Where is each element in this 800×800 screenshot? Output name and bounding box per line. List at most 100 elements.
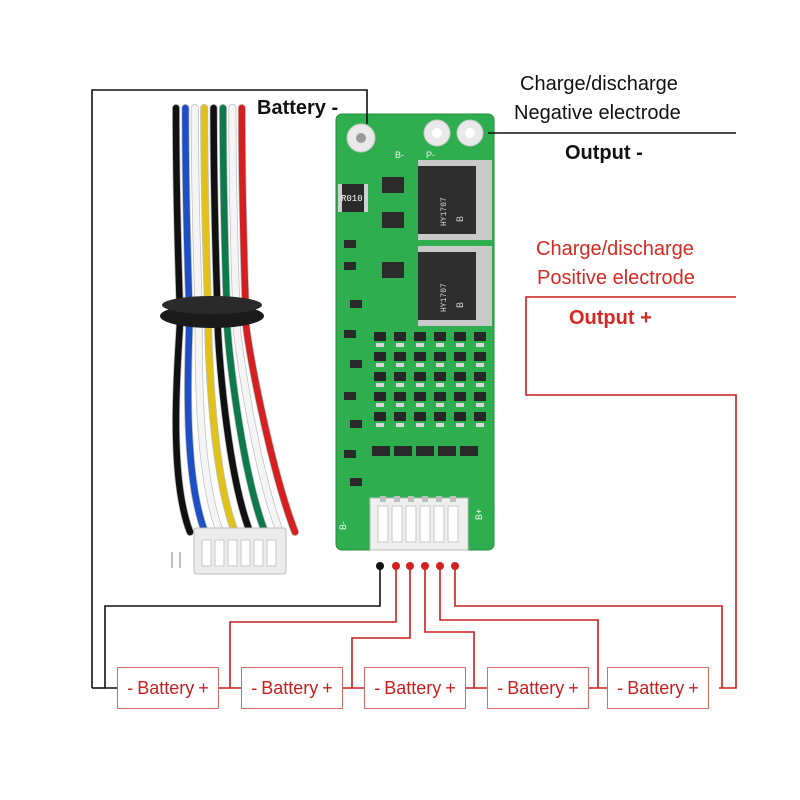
board-solder-pad: [450, 496, 456, 502]
b4-sense-wire: [439, 568, 599, 688]
harness-tie-band-top: [162, 296, 262, 314]
board-solder-pad: [422, 496, 428, 502]
connection-dots: [376, 562, 459, 570]
board-components: [344, 240, 486, 486]
smd-resistor: [476, 343, 484, 347]
charge-positive-label-line2: Positive electrode: [537, 267, 695, 289]
battery-negative-terminal: -: [251, 677, 258, 698]
dot-b1: [392, 562, 400, 570]
smd-resistor: [476, 403, 484, 407]
smd-capacitor: [350, 300, 362, 308]
battery-name: Battery: [627, 677, 685, 698]
output-negative-label: Output -: [565, 142, 643, 164]
smd-transistor: [474, 372, 486, 381]
smd-transistor: [434, 352, 446, 361]
board-solder-pad: [394, 496, 400, 502]
smd-transistor: [474, 352, 486, 361]
wire-harness: [160, 104, 299, 575]
sense-resistor: [438, 446, 456, 456]
smd-resistor: [436, 363, 444, 367]
battery-cell-5: - Battery +: [607, 667, 709, 709]
smd-resistor: [376, 423, 384, 427]
mosfet-1-b: B: [455, 216, 465, 222]
board-connector-slot: [391, 505, 403, 543]
smd-transistor: [414, 372, 426, 381]
smd-resistor: [476, 383, 484, 387]
negative-wiring: [91, 89, 736, 689]
smd-transistor: [454, 372, 466, 381]
sense-resistor: [416, 446, 434, 456]
smd-transistor: [474, 332, 486, 341]
smd-resistor: [396, 403, 404, 407]
output-positive-label: Output +: [569, 307, 652, 329]
battery-cell-1: - Battery +: [117, 667, 219, 709]
connector-slot: [266, 539, 277, 567]
dot-b4: [436, 562, 444, 570]
smd-capacitor: [344, 240, 356, 248]
battery-negative-label: Battery -: [257, 97, 339, 119]
resistor-cap: [364, 184, 368, 212]
smd-transistor: [434, 372, 446, 381]
battery-positive-terminal: +: [568, 677, 579, 698]
battery-cell-4: - Battery +: [487, 667, 589, 709]
battery-positive-terminal: +: [322, 677, 333, 698]
mosfet-2: [418, 252, 476, 320]
smd-capacitor: [350, 478, 362, 486]
smd-transistor: [454, 332, 466, 341]
connector-slot: [214, 539, 225, 567]
pad-p-minus-label: P-: [426, 150, 435, 160]
board-connector-slot: [405, 505, 417, 543]
smd-transistor: [374, 412, 386, 421]
smd-transistor: [414, 352, 426, 361]
charge-negative-label-line1: Charge/discharge: [520, 73, 678, 95]
smd-resistor: [436, 383, 444, 387]
smd-capacitor: [344, 262, 356, 270]
smd-resistor: [376, 383, 384, 387]
battery-positive-terminal: +: [198, 677, 209, 698]
positive-wiring: [219, 296, 737, 689]
charge-positive-label-line1: Charge/discharge: [536, 238, 694, 260]
smd-transistor: [454, 352, 466, 361]
smd-capacitor: [344, 450, 356, 458]
b0-sense-wire: [104, 568, 381, 689]
smd-capacitor: [350, 360, 362, 368]
board-solder-pad: [436, 496, 442, 502]
smd-transistor: [474, 392, 486, 401]
board-connector-pins: [377, 496, 459, 543]
smd-resistor: [416, 383, 424, 387]
smd-transistor: [394, 352, 406, 361]
output-positive-wire: [525, 296, 737, 689]
smd-transistor: [434, 332, 446, 341]
sense-resistor: [372, 446, 390, 456]
board-connector-slot: [433, 505, 445, 543]
smd-transistor: [454, 392, 466, 401]
smd-transistor: [374, 372, 386, 381]
pad-b-plus-label: B+: [474, 509, 484, 520]
b5-sense-wire: [454, 568, 723, 688]
smd-transistor: [414, 392, 426, 401]
smd-resistor: [476, 363, 484, 367]
battery-cell-2: - Battery +: [241, 667, 343, 709]
mosfet-1-marking: HY1707: [440, 197, 449, 226]
smd-resistor: [456, 343, 464, 347]
smd-resistor: [396, 383, 404, 387]
smd-transistor: [414, 412, 426, 421]
connector-slot: [253, 539, 264, 567]
battery-name: Battery: [507, 677, 565, 698]
bms-board: [335, 113, 495, 551]
sense-resistor: [394, 446, 412, 456]
shunt-resistor: [338, 184, 368, 212]
smd-transistor: [454, 412, 466, 421]
battery-cell-3: - Battery +: [364, 667, 466, 709]
smd-resistor: [376, 343, 384, 347]
smd-capacitor: [344, 392, 356, 400]
smd-resistor: [456, 423, 464, 427]
connector-slot: [240, 539, 251, 567]
smd-capacitor: [344, 330, 356, 338]
b2-sense-wire: [351, 568, 411, 688]
dot-b2: [406, 562, 414, 570]
smd-resistor: [416, 423, 424, 427]
board-solder-pad: [380, 496, 386, 502]
smd-resistor: [456, 383, 464, 387]
smd-transistor: [374, 392, 386, 401]
